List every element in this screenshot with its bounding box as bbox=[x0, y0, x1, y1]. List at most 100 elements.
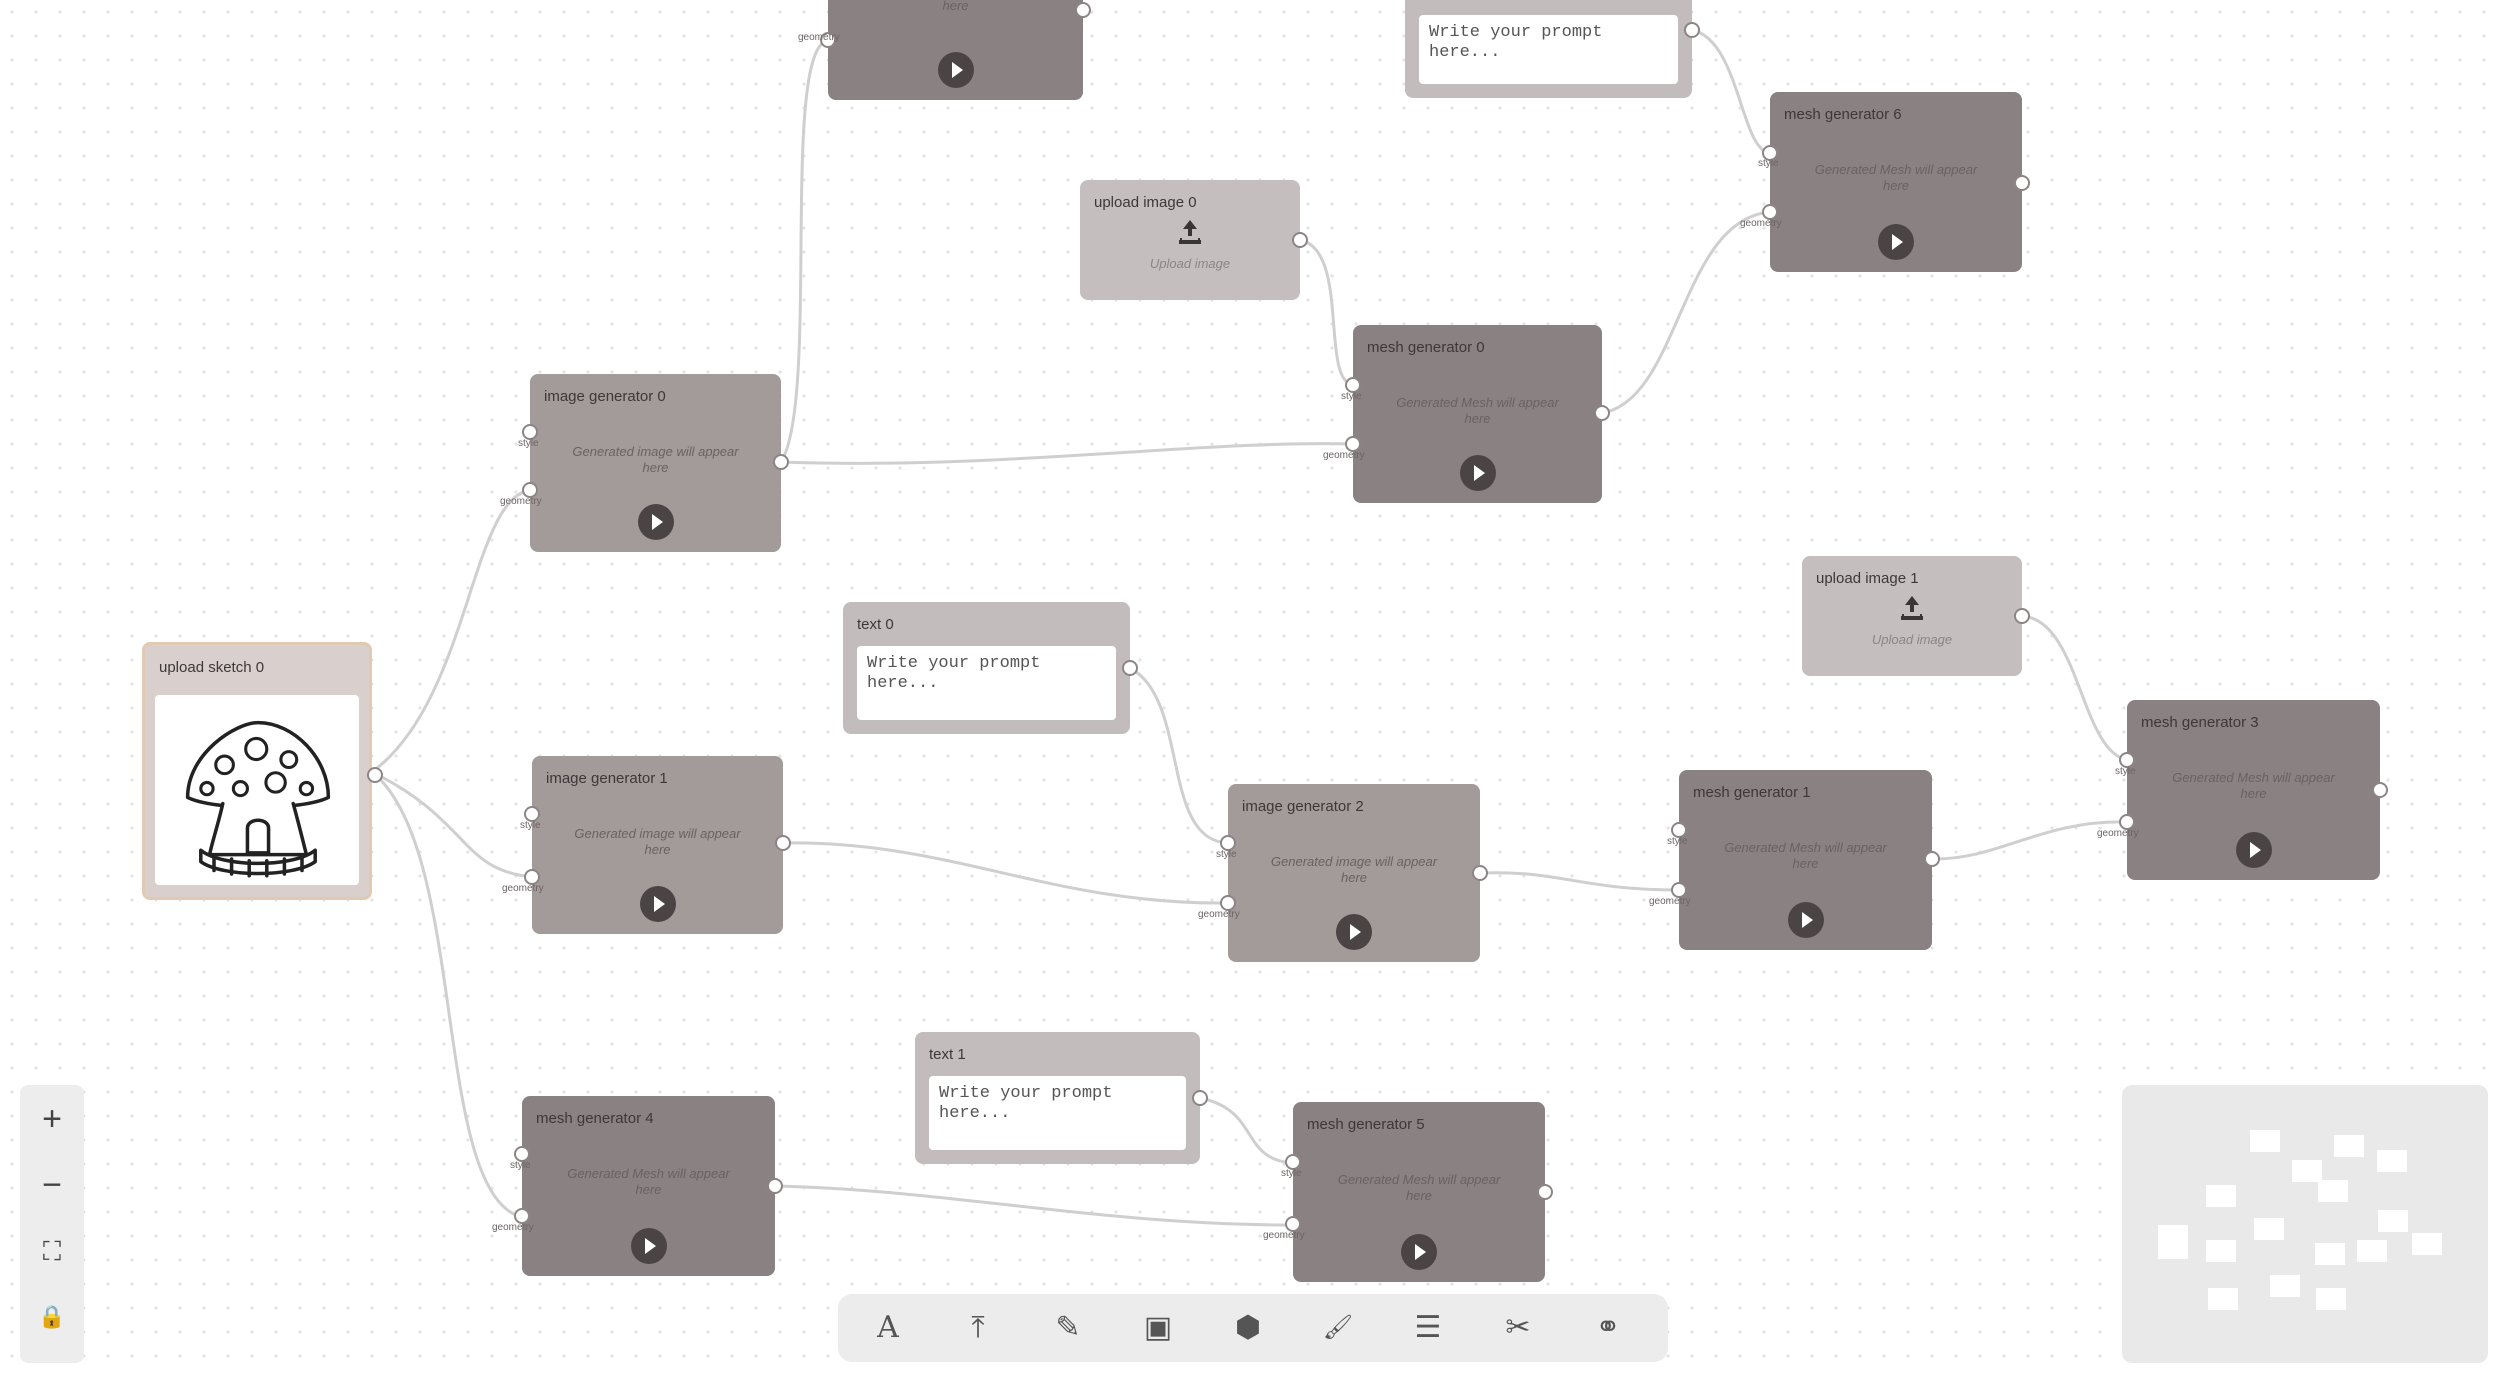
text-1-node[interactable]: text 1 Write your prompt here... bbox=[915, 1032, 1208, 1164]
edge bbox=[371, 770, 533, 879]
play-icon[interactable] bbox=[1878, 224, 1914, 260]
geometry-input-port[interactable] bbox=[524, 869, 540, 885]
play-icon[interactable] bbox=[630, 1228, 667, 1264]
style-input-port[interactable] bbox=[514, 1146, 530, 1162]
style-input-port[interactable] bbox=[524, 806, 540, 822]
node-title: image generator 1 bbox=[546, 770, 668, 787]
output-port[interactable] bbox=[1292, 232, 1308, 248]
fit-view-button[interactable]: ⛶ bbox=[42, 1236, 62, 1266]
prompt-input[interactable]: Write your prompt here... bbox=[929, 1076, 1186, 1150]
style-input-port[interactable] bbox=[1671, 822, 1687, 838]
output-port[interactable] bbox=[1192, 1090, 1208, 1106]
upload-icon[interactable] bbox=[1901, 596, 1923, 620]
play-icon[interactable] bbox=[637, 504, 674, 540]
node-title: mesh generator 1 bbox=[1693, 784, 1811, 801]
sketch-upload-tool-icon[interactable]: ✎ bbox=[1055, 1311, 1081, 1344]
upload-sketch-0-node[interactable]: upload sketch 0 bbox=[142, 642, 383, 900]
output-port[interactable] bbox=[1122, 660, 1138, 676]
output-port[interactable] bbox=[1924, 851, 1940, 867]
style-input-port[interactable] bbox=[2119, 752, 2135, 768]
style-input-port[interactable] bbox=[1345, 377, 1361, 393]
image-tool-icon[interactable]: ▣ bbox=[1143, 1311, 1173, 1344]
style-input-port[interactable] bbox=[1762, 145, 1778, 161]
brush-tool-icon[interactable]: 🖌 bbox=[1322, 1314, 1354, 1341]
geometry-input-port[interactable] bbox=[2119, 814, 2135, 830]
mesh-tool-icon[interactable]: ⬢ bbox=[1234, 1311, 1262, 1344]
geometry-input-port[interactable] bbox=[1285, 1216, 1301, 1232]
minimap-node bbox=[2158, 1225, 2188, 1259]
input-port[interactable] bbox=[820, 32, 836, 48]
image-generator-1-node[interactable]: image generator 1 Generated image will a… bbox=[502, 756, 791, 934]
image-generator-2-node[interactable]: image generator 2 Generated image will a… bbox=[1198, 784, 1488, 962]
geometry-input-port[interactable] bbox=[514, 1208, 530, 1224]
node-title: mesh generator 5 bbox=[1307, 1116, 1425, 1133]
output-port[interactable] bbox=[767, 1178, 783, 1194]
output-port[interactable] bbox=[2014, 175, 2030, 191]
output-port[interactable] bbox=[1594, 405, 1610, 421]
play-icon[interactable] bbox=[1787, 902, 1824, 938]
node-title: image generator 2 bbox=[1242, 798, 1364, 815]
minimap-node bbox=[2206, 1185, 2236, 1207]
output-port[interactable] bbox=[773, 454, 789, 470]
minimap-node bbox=[2318, 1180, 2348, 1202]
geometry-input-port[interactable] bbox=[1671, 882, 1687, 898]
cut-tool-icon[interactable]: ✂ bbox=[1505, 1311, 1531, 1344]
style-input-port[interactable] bbox=[1285, 1154, 1301, 1170]
output-port[interactable] bbox=[1075, 2, 1091, 18]
mesh-placeholder: Generated Mesh will appear here bbox=[1337, 1172, 1501, 1203]
style-input-port[interactable] bbox=[1220, 835, 1236, 851]
prompt-input[interactable]: Write your prompt here... bbox=[1419, 15, 1678, 84]
mesh-generator-3-node[interactable]: mesh generator 3 Generated Mesh will app… bbox=[2097, 700, 2388, 880]
zoom-controls: + − ⛶ 🔒 bbox=[20, 1085, 84, 1363]
upload-label[interactable]: Upload image bbox=[1871, 632, 1953, 647]
edge bbox=[371, 770, 526, 1220]
port-label-geometry: geometry bbox=[492, 1222, 534, 1233]
play-icon[interactable] bbox=[1459, 455, 1496, 491]
mesh-generator-1-node[interactable]: mesh generator 1 Generated Mesh will app… bbox=[1649, 770, 1940, 950]
upload-label[interactable]: Upload image bbox=[1149, 256, 1231, 271]
play-icon[interactable] bbox=[937, 52, 974, 88]
node-title: mesh generator 3 bbox=[2141, 714, 2259, 731]
play-icon[interactable] bbox=[2235, 832, 2272, 868]
output-port[interactable] bbox=[367, 767, 383, 783]
upload-image-0-node[interactable]: upload image 0 Upload image bbox=[1080, 180, 1308, 300]
text-top-node[interactable]: Write your prompt here... bbox=[1405, 0, 1700, 98]
geometry-input-port[interactable] bbox=[1220, 895, 1236, 911]
upload-icon[interactable] bbox=[1179, 220, 1201, 244]
output-port[interactable] bbox=[1472, 865, 1488, 881]
image-generator-0-node[interactable]: image generator 0 Generated image will a… bbox=[500, 374, 789, 552]
mesh-generator-6-node[interactable]: mesh generator 6 Generated Mesh will app… bbox=[1740, 92, 2030, 272]
port-label-style: style bbox=[1216, 849, 1237, 860]
mesh-generator-top-node[interactable]: Generated Mesh will appear here geometry bbox=[798, 0, 1091, 100]
lock-button[interactable]: 🔒 bbox=[38, 1304, 66, 1329]
play-icon[interactable] bbox=[639, 886, 676, 922]
edge bbox=[371, 488, 531, 774]
text-tool-icon[interactable]: A bbox=[877, 1310, 899, 1345]
text-0-node[interactable]: text 0 Write your prompt here... bbox=[843, 602, 1138, 734]
upload-tool-icon[interactable]: ⤒ bbox=[971, 1311, 985, 1344]
output-port[interactable] bbox=[2014, 608, 2030, 624]
output-port[interactable] bbox=[1537, 1184, 1553, 1200]
edge bbox=[779, 38, 829, 463]
mesh-generator-0-node[interactable]: mesh generator 0 Generated Mesh will app… bbox=[1323, 325, 1610, 503]
settings-tool-icon[interactable]: ☰ bbox=[1414, 1311, 1442, 1344]
mesh-generator-4-node[interactable]: mesh generator 4 Generated Mesh will app… bbox=[492, 1096, 783, 1276]
node-title: mesh generator 0 bbox=[1367, 339, 1485, 356]
style-input-port[interactable] bbox=[522, 424, 538, 440]
play-icon[interactable] bbox=[1336, 914, 1372, 950]
merge-tool-icon[interactable]: ⚭ bbox=[1595, 1311, 1621, 1344]
minimap[interactable] bbox=[2122, 1085, 2488, 1363]
output-port[interactable] bbox=[2372, 782, 2388, 798]
sketch-canvas[interactable] bbox=[155, 695, 359, 885]
upload-image-1-node[interactable]: upload image 1 Upload image bbox=[1802, 556, 2030, 676]
play-icon[interactable] bbox=[1401, 1234, 1437, 1270]
mesh-generator-5-node[interactable]: mesh generator 5 Generated Mesh will app… bbox=[1263, 1102, 1553, 1282]
geometry-input-port[interactable] bbox=[1345, 436, 1361, 452]
prompt-input[interactable]: Write your prompt here... bbox=[857, 646, 1116, 720]
output-port[interactable] bbox=[775, 835, 791, 851]
output-port[interactable] bbox=[1684, 22, 1700, 38]
geometry-input-port[interactable] bbox=[1762, 204, 1778, 220]
zoom-in-button[interactable]: + bbox=[42, 1100, 62, 1138]
geometry-input-port[interactable] bbox=[522, 482, 538, 498]
zoom-out-button[interactable]: − bbox=[42, 1166, 62, 1204]
